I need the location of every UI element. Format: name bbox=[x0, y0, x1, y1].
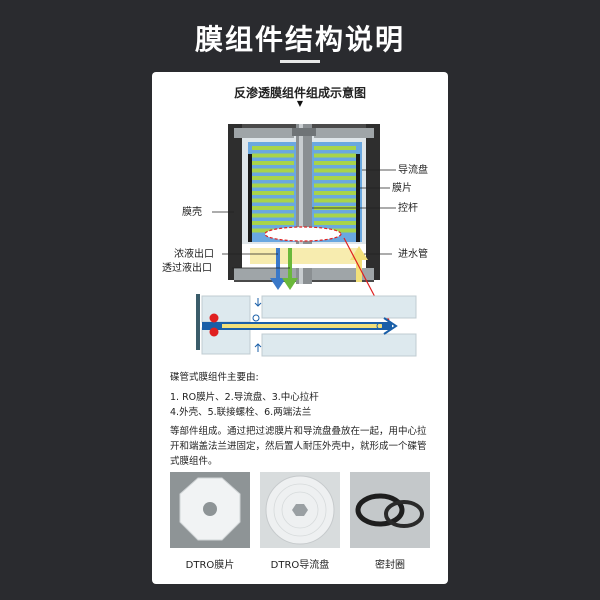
membrane-plate bbox=[314, 183, 356, 188]
membrane-plate bbox=[314, 161, 356, 165]
content-card: 反渗透膜组件组成示意图 ▼ bbox=[152, 72, 448, 584]
membrane-module-diagram: 导流盘 膜片 控杆 膜壳 浓液出口 透过液出口 进水管 bbox=[162, 124, 428, 357]
membrane-plate bbox=[252, 213, 294, 218]
thumb-label-guide-disc: DTRO导流盘 bbox=[270, 560, 330, 571]
membrane-plate bbox=[314, 213, 356, 218]
label-inlet-pipe: 进水管 bbox=[398, 247, 428, 260]
membrane-plate bbox=[252, 161, 294, 165]
membrane-plate bbox=[314, 153, 356, 158]
description-intro: 碟管式膜组件主要由: bbox=[170, 372, 259, 383]
membrane-plate bbox=[314, 146, 356, 150]
description-paragraph: 等部件组成。通过把过滤膜片和导流盘叠放在一起，用中心拉开和端盖法兰进固定，然后置… bbox=[170, 426, 427, 467]
label-permeate-outlet: 透过液出口 bbox=[162, 261, 212, 274]
diagram-title: 反渗透膜组件组成示意图 bbox=[233, 86, 366, 100]
leader-lines bbox=[212, 169, 396, 269]
membrane-plate bbox=[314, 191, 356, 195]
label-shell: 膜壳 bbox=[182, 205, 202, 218]
label-guide-disc: 导流盘 bbox=[398, 163, 428, 176]
thumb-label-seal-ring: 密封圈 bbox=[375, 560, 405, 571]
title-underline bbox=[280, 60, 320, 63]
membrane-plate bbox=[252, 146, 294, 150]
membrane-plate bbox=[252, 183, 294, 188]
label-tie-rod: 控杆 bbox=[398, 201, 418, 214]
cross-section-detail bbox=[196, 294, 417, 357]
seal-ring-icon bbox=[350, 472, 430, 548]
membrane-plate bbox=[314, 176, 356, 180]
down-arrow-icon: ▼ bbox=[296, 99, 304, 108]
description-parts-line2: 4.外壳、5.联接螺栓、6.两端法兰 bbox=[170, 407, 312, 418]
page-title: 膜组件结构说明 bbox=[194, 23, 405, 56]
membrane-plate bbox=[252, 221, 294, 225]
membrane-plate bbox=[314, 168, 356, 173]
thumb-guide-disc bbox=[260, 472, 340, 548]
flow-arrows bbox=[270, 246, 368, 290]
membrane-plate bbox=[252, 176, 294, 180]
description-parts-line1: 1. RO膜片、2.导流盘、3.中心拉杆 bbox=[170, 392, 319, 403]
thumb-label-membrane: DTRO膜片 bbox=[185, 560, 235, 571]
label-membrane-sheet: 膜片 bbox=[392, 181, 412, 194]
membrane-plate bbox=[252, 191, 294, 195]
membrane-plate bbox=[252, 198, 294, 203]
label-concentrate-outlet: 浓液出口 bbox=[174, 247, 214, 260]
membrane-plate bbox=[314, 198, 356, 203]
left-disc-stack bbox=[248, 142, 298, 242]
membrane-plate bbox=[314, 221, 356, 225]
guide-disc-icon bbox=[260, 472, 340, 548]
thumb-seal-ring bbox=[350, 472, 430, 548]
membrane-plate bbox=[252, 153, 294, 158]
membrane-plate bbox=[252, 168, 294, 173]
octagon-membrane-icon bbox=[170, 472, 250, 548]
membrane-plate bbox=[252, 206, 294, 210]
thumb-membrane-sheet bbox=[170, 472, 250, 548]
right-disc-stack bbox=[310, 142, 362, 242]
detail-highlight bbox=[264, 226, 342, 242]
